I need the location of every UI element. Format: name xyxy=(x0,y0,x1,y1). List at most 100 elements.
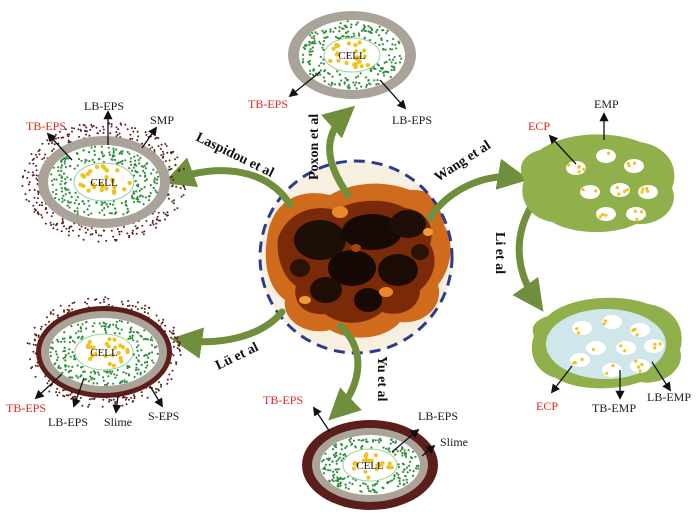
lb-dot xyxy=(102,321,105,324)
lb-dot xyxy=(143,370,146,373)
lb-dot xyxy=(126,366,129,370)
lb-dot xyxy=(60,166,63,169)
ecp-cell xyxy=(596,149,616,163)
lb-dot xyxy=(373,489,376,492)
yu-arrow-slime xyxy=(421,444,436,457)
lb-dot xyxy=(153,181,156,184)
lb-dot xyxy=(135,190,138,193)
lb-dot xyxy=(331,75,334,78)
lb-dot xyxy=(133,375,136,379)
lb-dot xyxy=(331,448,335,451)
lb-dot xyxy=(58,174,61,177)
outer-dot xyxy=(123,396,126,399)
lb-dot xyxy=(129,328,132,331)
lb-dot xyxy=(383,61,386,64)
lb-dot xyxy=(61,371,64,374)
wang-arrow-ecp xyxy=(548,134,577,165)
lb-dot xyxy=(335,460,338,463)
lb-dot xyxy=(322,467,325,470)
lb-dot xyxy=(415,464,418,467)
ecp-cell xyxy=(570,353,590,367)
lb-dot xyxy=(61,337,64,340)
lb-dot xyxy=(313,37,316,40)
lb-dot xyxy=(365,76,368,79)
granule xyxy=(115,168,120,173)
lb-dot xyxy=(140,363,143,366)
lb-dot xyxy=(50,179,54,182)
model-lu: CELL TB-EPS LB-EPS Slime S-EPS xyxy=(6,296,182,429)
ecp-cell xyxy=(572,321,592,335)
lb-dot xyxy=(144,353,147,356)
smp-dot xyxy=(120,123,123,126)
granule xyxy=(116,350,121,355)
lb-dot xyxy=(112,203,115,206)
lb-dot xyxy=(126,211,129,214)
smp-dot xyxy=(177,170,180,173)
lb-dot xyxy=(71,339,74,342)
granule xyxy=(110,177,115,182)
lb-dot xyxy=(377,73,380,76)
lb-dot xyxy=(359,72,362,75)
granule xyxy=(591,347,595,352)
outer-dot xyxy=(160,385,163,388)
lb-dot xyxy=(61,197,64,200)
lb-dot xyxy=(344,31,348,35)
outer-dot xyxy=(172,341,175,344)
smp-dot xyxy=(124,123,127,126)
lb-dot xyxy=(401,452,404,455)
lu-lb-dots xyxy=(49,319,159,386)
lb-dot xyxy=(108,325,111,328)
lb-dot xyxy=(331,478,334,482)
outer-dot xyxy=(175,361,178,364)
lb-dot xyxy=(397,463,400,466)
smp-dot xyxy=(160,143,163,146)
lb-dot xyxy=(127,337,130,340)
lb-dot xyxy=(378,43,381,47)
lb-dot xyxy=(105,331,108,334)
lb-dot xyxy=(403,483,406,486)
smp-dot xyxy=(184,188,186,190)
smp-dot xyxy=(61,218,64,220)
lb-dot xyxy=(120,201,123,205)
lb-dot xyxy=(144,167,147,170)
granule xyxy=(582,167,586,171)
lb-dot xyxy=(398,479,401,483)
smp-dot xyxy=(173,208,176,211)
lb-dot xyxy=(314,31,317,34)
lb-dot xyxy=(137,158,140,162)
lb-dot xyxy=(370,31,373,35)
laspidou-cell-label: CELL xyxy=(90,177,118,189)
lb-dot xyxy=(343,24,346,27)
smp-dot xyxy=(120,230,123,233)
smp-dot xyxy=(143,230,146,233)
smp-dot xyxy=(144,131,147,134)
lb-dot xyxy=(331,82,334,85)
smp-dot xyxy=(73,127,76,130)
author-lu: Lü et al xyxy=(213,340,261,374)
lb-dot xyxy=(354,479,357,482)
lb-dot xyxy=(80,374,83,377)
lb-dot xyxy=(103,327,106,330)
smp-dot xyxy=(179,187,182,190)
lb-dot xyxy=(333,455,336,459)
smp-dot xyxy=(66,133,69,136)
granule xyxy=(611,364,615,368)
lb-dot xyxy=(77,202,81,206)
lb-dot xyxy=(393,66,396,70)
lb-dot xyxy=(77,336,80,339)
lb-dot xyxy=(132,174,135,177)
outer-dot xyxy=(134,305,137,308)
lb-dot xyxy=(136,349,139,352)
smp-dot xyxy=(53,143,56,146)
smp-dot xyxy=(72,229,74,232)
lb-dot xyxy=(139,334,142,337)
lb-dot xyxy=(346,475,350,478)
lb-dot xyxy=(334,445,337,448)
granule xyxy=(121,345,126,350)
outer-dot xyxy=(44,323,47,326)
lb-dot xyxy=(397,40,400,43)
laspidou-label-lb: LB-EPS xyxy=(84,99,124,113)
lb-dot xyxy=(339,36,342,40)
lb-dot xyxy=(124,203,127,206)
lb-dot xyxy=(83,210,86,213)
